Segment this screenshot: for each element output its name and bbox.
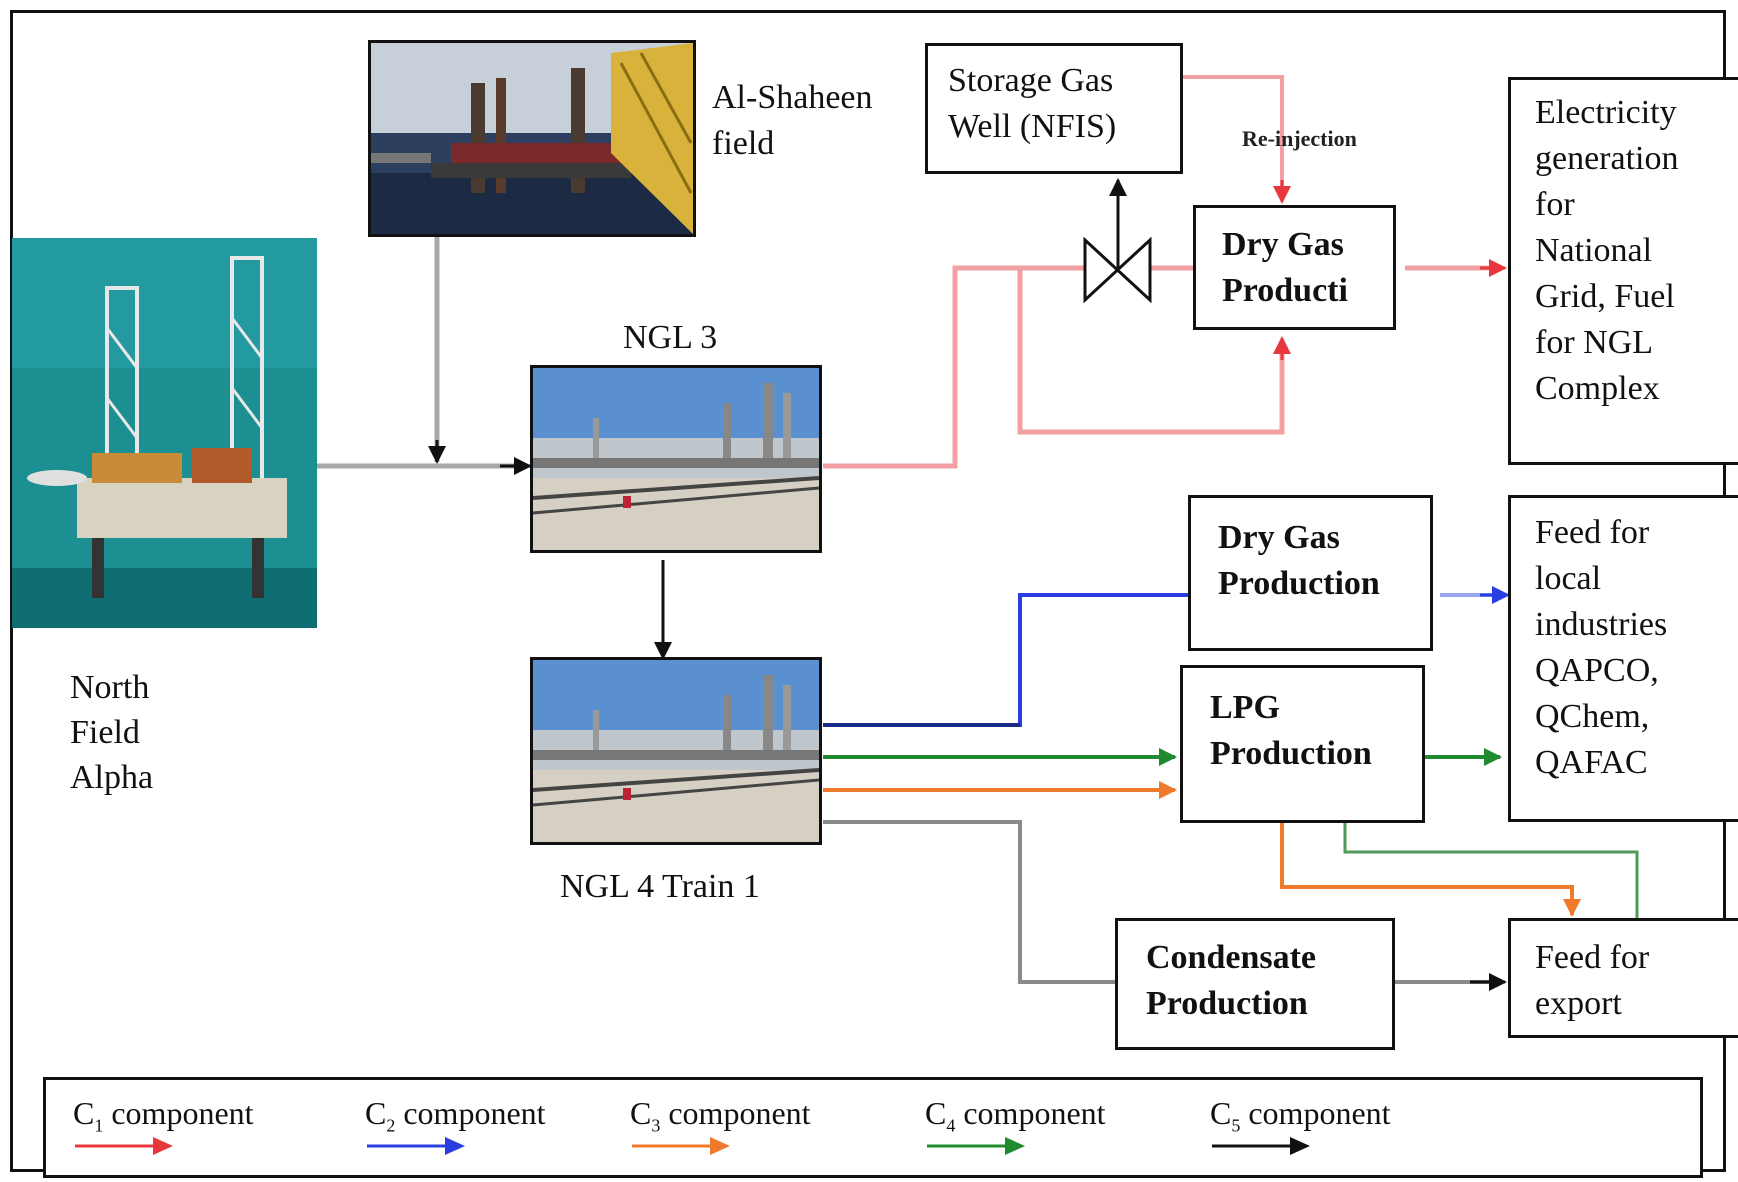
legend-arrow-c5 bbox=[1212, 1137, 1310, 1155]
north-field-label: North Field Alpha bbox=[70, 669, 154, 796]
valve-icon bbox=[1083, 236, 1152, 304]
lpg-label: LPG Production bbox=[1210, 689, 1372, 772]
c2-line-ngl4-drygas bbox=[823, 593, 1190, 727]
ngl4-label: NGL 4 Train 1 bbox=[560, 868, 760, 905]
feed-export-box bbox=[1508, 918, 1738, 1038]
lpg-box bbox=[1180, 665, 1425, 823]
legend-label: C2 component bbox=[365, 1095, 546, 1136]
legend-arrow-c1 bbox=[75, 1137, 173, 1155]
condensate-label: Condensate Production bbox=[1146, 939, 1317, 1022]
legend-arrow-c2 bbox=[367, 1137, 465, 1155]
legend-item-c4: C4 component bbox=[925, 1093, 1165, 1155]
legend-item-c5: C5 component bbox=[1210, 1093, 1450, 1155]
legend-box bbox=[43, 1077, 1703, 1178]
feed-export-label: Feed for export bbox=[1535, 939, 1650, 1022]
ngl4-photo bbox=[530, 657, 822, 845]
legend-item-c1: C1 component bbox=[73, 1093, 313, 1155]
ngl3-label: NGL 3 bbox=[623, 319, 718, 356]
c4-line-lpg-export bbox=[1343, 823, 1639, 918]
legend-item-c2: C2 component bbox=[365, 1093, 605, 1155]
c1-line-loop bbox=[1017, 268, 1285, 435]
c1-line-ngl3-out bbox=[823, 265, 1095, 469]
dry-gas-top-box bbox=[1193, 205, 1396, 330]
storage-gas-well-box bbox=[925, 43, 1183, 174]
legend-arrow-c3 bbox=[632, 1137, 730, 1155]
storage-gas-well-label: Storage Gas Well (NFIS) bbox=[948, 62, 1117, 145]
electricity-label: Electricity generation for National Grid… bbox=[1535, 94, 1679, 407]
ngl3-photo bbox=[530, 365, 822, 553]
feed-local-label: Feed for local industries QAPCO, QChem, … bbox=[1535, 514, 1668, 781]
dry-gas-mid-label: Dry Gas Production bbox=[1218, 519, 1380, 602]
legend-label: C1 component bbox=[73, 1095, 254, 1136]
c3-line-lpg-export bbox=[1280, 823, 1581, 917]
c5-line-ngl4-condensate bbox=[823, 820, 1115, 984]
legend-label: C4 component bbox=[925, 1095, 1106, 1136]
legend-item-c3: C3 component bbox=[630, 1093, 870, 1155]
legend-arrow-c4 bbox=[927, 1137, 1025, 1155]
dry-gas-top-label: Dry Gas Producti bbox=[1222, 226, 1348, 309]
legend-label: C5 component bbox=[1210, 1095, 1391, 1136]
al-shaheen-photo bbox=[368, 40, 696, 237]
legend-label: C3 component bbox=[630, 1095, 811, 1136]
electricity-box bbox=[1508, 77, 1738, 465]
c1-line-reinjection bbox=[1183, 75, 1284, 200]
al-shaheen-label: Al-Shaheen field bbox=[712, 79, 873, 162]
north-field-photo bbox=[12, 238, 317, 628]
reinjection-label: Re-injection bbox=[1242, 126, 1357, 151]
feed-local-box bbox=[1508, 495, 1738, 822]
condensate-box bbox=[1115, 918, 1395, 1050]
dry-gas-mid-box bbox=[1188, 495, 1433, 651]
